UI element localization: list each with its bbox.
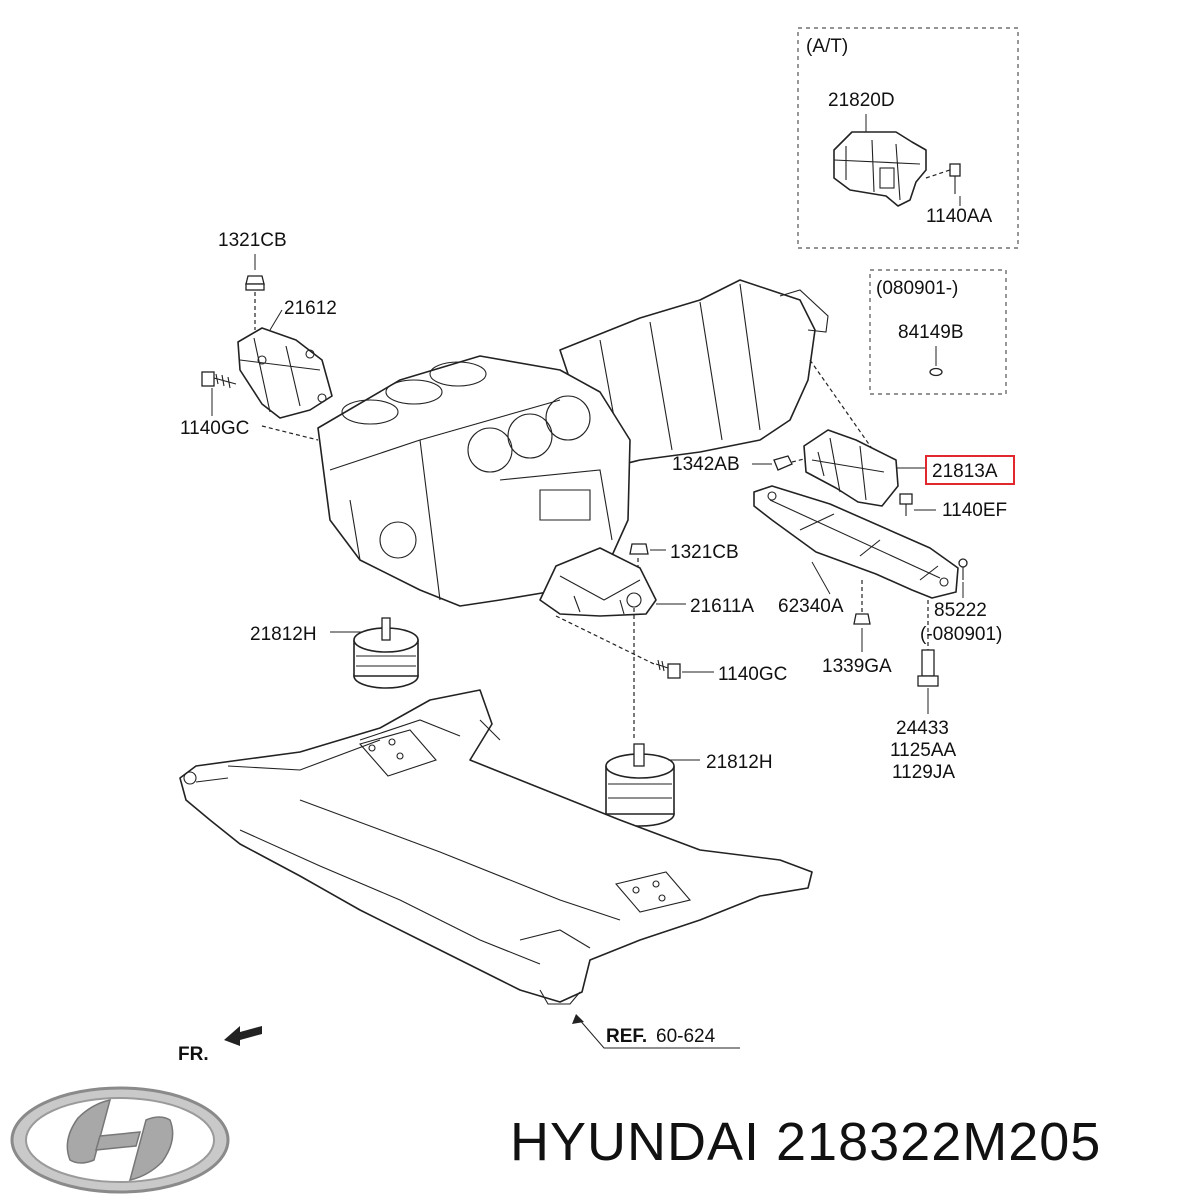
front-direction-indicator: FR.: [178, 1026, 262, 1065]
transmission-mount-21813A: [803, 429, 899, 507]
brand-title: HYUNDAI 218322M205: [510, 1112, 1101, 1172]
label-24433: 24433: [896, 718, 949, 739]
bolt-1140GC-mid: [655, 659, 681, 679]
front-subframe: [179, 689, 813, 1005]
label-21812H-left: 21812H: [250, 624, 317, 645]
engine-transmission-assembly: [317, 279, 829, 607]
label-21611A: 21611A: [690, 596, 754, 617]
ref-number: 60-624: [656, 1026, 716, 1047]
hyundai-logo-icon: [10, 1086, 230, 1194]
crossmember-62340A: [753, 485, 959, 599]
at-title: (A/T): [806, 36, 848, 57]
front-arrow-icon: [224, 1026, 262, 1046]
ref-bold: REF.: [606, 1026, 647, 1047]
label-84149B: 84149B: [898, 322, 964, 343]
label-1321CB-mid: 1321CB: [670, 542, 739, 563]
bolt-1140AA: [949, 163, 961, 194]
label-1339GA: 1339GA: [822, 656, 892, 677]
bolt-85222: [958, 558, 968, 580]
plug-84149B: [929, 367, 943, 377]
transmission-mount-21820D: [833, 131, 927, 207]
front-label: FR.: [178, 1044, 209, 1065]
engine-bracket-21611A: [539, 547, 657, 617]
label-62340A: 62340A: [778, 596, 844, 617]
date-option-box: (080901-) 84149B: [869, 269, 1007, 395]
engine-mount-21812H-right: [605, 743, 675, 827]
bolt-1140EF: [899, 493, 913, 516]
nut-1339GA: [853, 613, 871, 625]
engine-bracket-21612: [237, 327, 333, 419]
engine-mount-21812H-left: [353, 617, 419, 689]
label-1342AB: 1342AB: [672, 454, 740, 475]
label-1140AA: 1140AA: [926, 206, 993, 227]
at-option-box: (A/T) 21820D 1140AA: [797, 27, 1019, 249]
label-85222: 85222: [934, 600, 987, 621]
label-1140GC-left: 1140GC: [180, 418, 249, 439]
date-box-title: (080901-): [876, 278, 958, 299]
label-1125AA: 1125AA: [890, 740, 957, 761]
label-1140GC-mid: 1140GC: [718, 664, 787, 685]
ref-callout: REF. 60-624: [572, 1014, 740, 1049]
label-21812H-right: 21812H: [706, 752, 773, 773]
nut-1342AB: [773, 455, 793, 471]
nut-1321CB-mid: [629, 543, 649, 555]
highlight-21813A: [925, 455, 1015, 485]
label-21612: 21612: [284, 298, 337, 319]
label-080901-end: (-080901): [920, 624, 1002, 645]
nut-1321CB-top: [245, 275, 265, 291]
label-1129JA: 1129JA: [892, 762, 955, 783]
label-1321CB-top: 1321CB: [218, 230, 287, 251]
label-21820D: 21820D: [828, 90, 895, 111]
bolt-24433: [917, 649, 939, 687]
label-1140EF: 1140EF: [942, 500, 1007, 521]
bolt-1140GC-left: [201, 371, 237, 389]
label-21813A: 21813A: [932, 461, 998, 482]
